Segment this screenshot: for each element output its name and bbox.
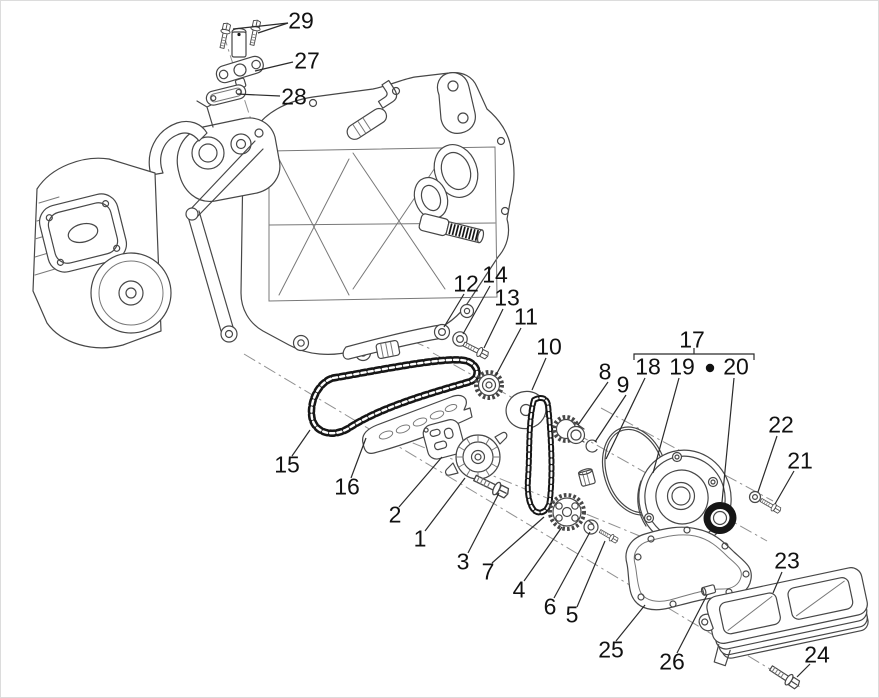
leader-line-22: [757, 435, 778, 493]
leader-line-26: [676, 594, 708, 654]
part-number-26: 26: [659, 648, 685, 675]
part-number-23: 23: [774, 547, 800, 574]
part-number-27: 27: [294, 47, 320, 74]
part-10-washer: [505, 390, 547, 430]
leader-line-19: [652, 377, 680, 474]
part-number-24: 24: [804, 641, 830, 668]
hose-fitting: [346, 79, 398, 140]
leader-line-7: [491, 516, 545, 564]
part-1-oil-pump: [444, 431, 508, 480]
part-number-3: 3: [456, 548, 470, 575]
leader-line-20: [721, 377, 735, 503]
part-number-7: 7: [481, 558, 495, 585]
part-number-10: 10: [536, 333, 562, 360]
splined-shaft: [418, 213, 485, 244]
leader-line-27: [254, 61, 294, 72]
part-number-28: 28: [281, 83, 307, 110]
part-15-cam-chain: [307, 356, 481, 437]
leader-line-3: [467, 492, 500, 554]
part-22-washer: [748, 490, 762, 504]
part-24-bolt: [767, 662, 803, 692]
part-number-19: 19: [669, 353, 695, 380]
separator-dot: [705, 363, 715, 373]
part-number-8: 8: [598, 358, 612, 385]
part-number-5: 5: [565, 601, 579, 628]
leader-line-29: [257, 22, 289, 34]
part-number-15: 15: [274, 451, 300, 478]
leader-line-12: [443, 293, 465, 328]
part-number-9: 9: [616, 371, 630, 398]
group-bracket-17: [633, 348, 755, 360]
part-23-oil-strainer: [698, 567, 869, 667]
callout-leader-lines: [232, 22, 811, 678]
part-number-2: 2: [388, 501, 402, 528]
leader-line-13: [483, 308, 504, 349]
part-number-25: 25: [598, 636, 624, 663]
part-25-cover-gasket: [625, 526, 752, 611]
part-number-4: 4: [512, 576, 526, 603]
cylinder-head: [32, 157, 172, 349]
part-number-1: 1: [413, 525, 427, 552]
leader-line-9: [594, 394, 627, 443]
part-3-bolt: [471, 471, 512, 501]
part-8-sprocket-hub: [552, 415, 586, 445]
part-number-11: 11: [514, 303, 538, 330]
leader-line-8: [577, 381, 609, 426]
part-26-dowel-pin: [700, 584, 717, 596]
leader-line-14: [462, 285, 491, 335]
part-number-18: 18: [635, 353, 661, 380]
part-number-17: 17: [679, 326, 705, 353]
leader-line-5: [576, 540, 606, 608]
part-number-16: 16: [334, 473, 360, 500]
part-tensioner-blade: [342, 323, 451, 360]
part-number-13: 13: [494, 284, 520, 311]
part-spacer-barrel: [577, 468, 596, 487]
leader-line-6: [553, 531, 591, 599]
leader-line-29: [232, 22, 289, 30]
part-20-oil-seal: [703, 501, 737, 535]
part-7-pump-chain: [524, 394, 555, 516]
leader-line-16: [350, 437, 367, 479]
crank-bearing-bosses: [413, 144, 479, 220]
engine-crankcase-sketch: [32, 72, 515, 362]
top-bracket: [436, 72, 476, 134]
front-strut: [185, 140, 264, 343]
part-number-29: 29: [288, 7, 314, 34]
side-cover-circle: [90, 252, 172, 334]
leader-line-1: [424, 477, 466, 532]
part-11-sprocket: [474, 370, 504, 400]
part-number-20: 20: [723, 353, 749, 380]
leader-line-2: [398, 456, 443, 508]
part-number-22: 22: [768, 411, 794, 438]
leader-line-23: [772, 571, 783, 594]
leader-line-21: [774, 470, 795, 505]
part-number-21: 21: [787, 447, 813, 474]
part-5-bolt: [597, 527, 620, 545]
part-2-pump-gasket: [422, 419, 465, 460]
leader-line-4: [523, 526, 563, 582]
part-number-6: 6: [543, 593, 557, 620]
leader-line-11: [495, 327, 522, 376]
part-4-driven-sprocket: [548, 493, 586, 531]
leader-line-10: [531, 357, 547, 391]
leader-line-18: [605, 377, 646, 460]
part-number-12: 12: [453, 270, 479, 297]
leader-line-24: [796, 663, 811, 678]
part-28-gasket: [205, 84, 247, 106]
part-14-bushing: [452, 331, 468, 347]
part-9-circlip: [585, 439, 598, 453]
leader-line-28: [236, 93, 281, 97]
part-16-chain-guide: [362, 394, 473, 454]
leader-line-15: [291, 429, 311, 457]
crankcase-body: [240, 72, 515, 355]
part-6-washer: [583, 519, 599, 535]
intake-tube: [148, 120, 208, 176]
part-number-14: 14: [482, 261, 508, 288]
carb-cluster: [176, 91, 281, 202]
leader-line-25: [615, 604, 646, 642]
